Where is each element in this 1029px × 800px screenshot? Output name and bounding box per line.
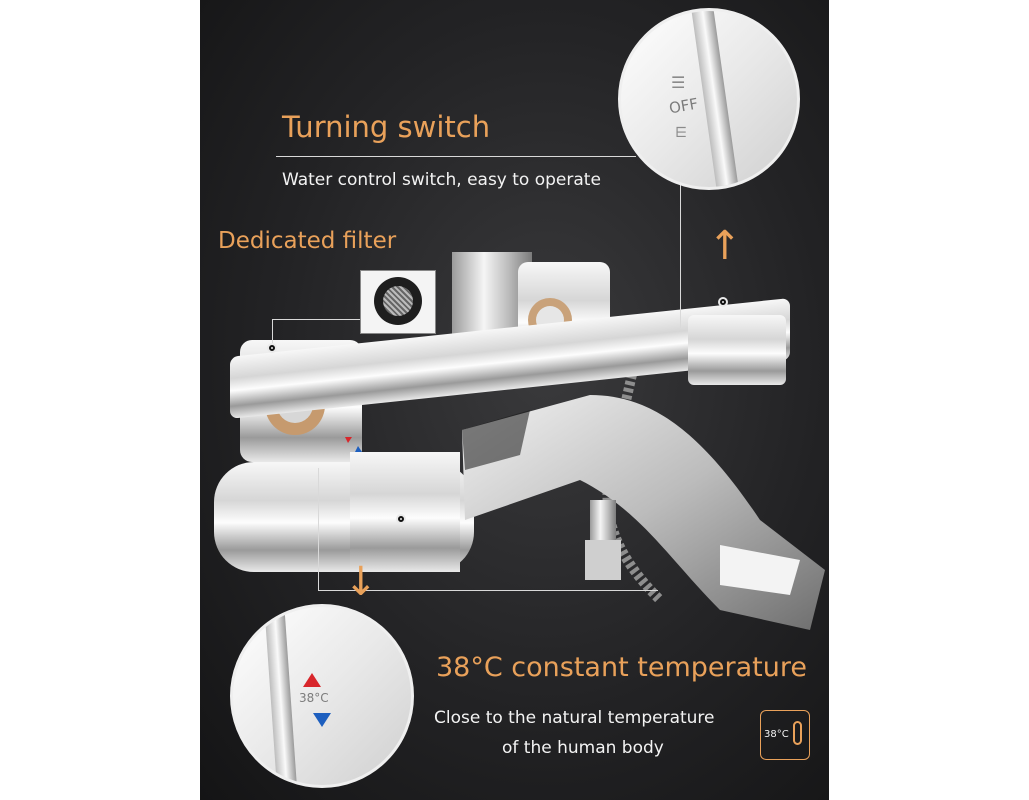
constant-temperature-title: 38°C constant temperature (436, 652, 807, 683)
thermostat-marker (396, 514, 406, 524)
switch-marker (718, 297, 728, 307)
constant-temperature-subtitle-2: of the human body (502, 738, 664, 758)
filter-thumbnail (360, 270, 436, 334)
arrow-up-icon: ↑ (708, 223, 742, 269)
cold-arrow (313, 713, 331, 727)
dedicated-filter-title: Dedicated filter (218, 228, 397, 254)
hot-arrow (303, 673, 321, 687)
turning-switch-line (276, 156, 636, 157)
turning-switch-title: Turning switch (282, 110, 491, 144)
turning-switch-subtitle: Water control switch, easy to operate (282, 170, 601, 190)
filter-marker (267, 343, 277, 353)
constant-temperature-subtitle-1: Close to the natural temperature (434, 708, 715, 728)
thermometer-icon (793, 721, 802, 745)
temperature-badge-text: 38°C (764, 729, 789, 740)
temperature-badge: 38°C (760, 710, 810, 760)
faucet-illustration (214, 252, 825, 630)
switch-off-label: OFF (667, 94, 700, 118)
faucet-icon: ⋿ (675, 125, 688, 141)
switch-zoom-circle: ☰ OFF ⋿ (618, 8, 800, 190)
switch-block (688, 315, 786, 385)
shower-icon: ☰ (671, 73, 686, 92)
arrow-down-icon: ↓ (344, 559, 378, 605)
product-panel: Turning switch Water control switch, eas… (200, 0, 829, 800)
diverter-knob (590, 500, 616, 540)
mixer-body (230, 298, 790, 419)
temperature-zoom-circle: 38°C (230, 604, 414, 788)
temperature-marking: 38°C (299, 691, 329, 705)
